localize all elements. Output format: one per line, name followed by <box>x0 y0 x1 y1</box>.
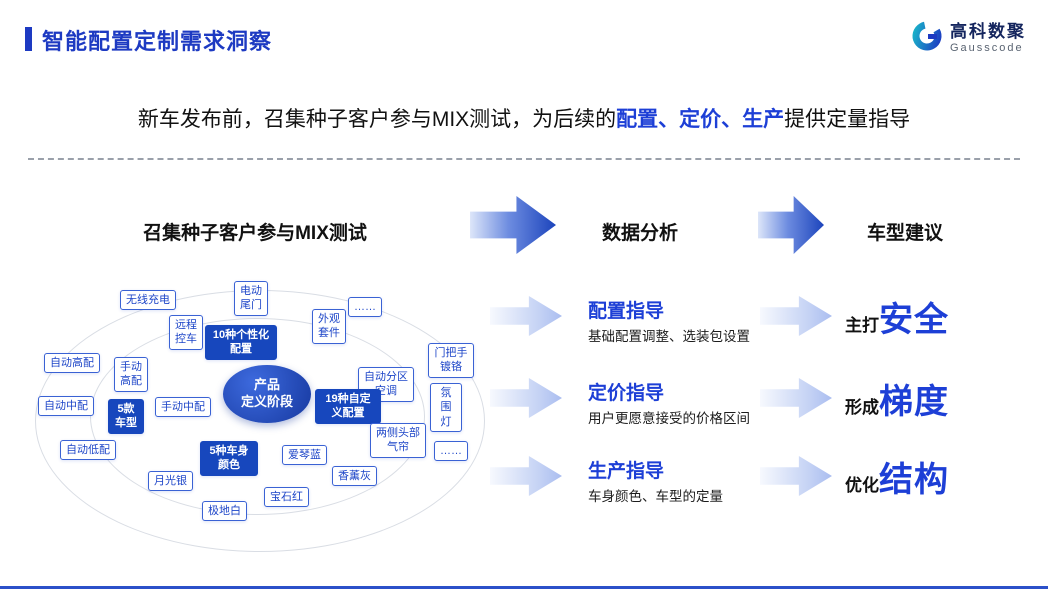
flow-step-2-title: 数据分析 <box>601 223 678 244</box>
guidance-2-title: 定价指导 <box>588 383 665 404</box>
row1-arrow-left-icon <box>490 296 562 336</box>
diagram-node-power-tailgate: 电动尾门 <box>234 281 268 316</box>
row2-arrow-left-icon <box>490 378 562 418</box>
diagram-node-polar-white: 极地白 <box>202 501 247 522</box>
subtitle: 新车发布前，召集种子客户参与MIX测试，为后续的配置、定价、生产提供定量指导 <box>0 103 1048 133</box>
guidance-1-desc: 基础配置调整、选装包设置 <box>588 329 750 344</box>
diagram-node-moonlight-silver: 月光银 <box>148 471 193 492</box>
guidance-2-result-keyword: 梯度 <box>879 383 949 421</box>
diagram-node-ruby-red: 宝石红 <box>264 487 309 508</box>
diagram-node-5-body-colors: 5种车身颜色 <box>200 441 258 476</box>
diagram-node-auto-mid: 自动中配 <box>38 396 94 417</box>
diagram-node-auto-low: 自动低配 <box>60 440 116 461</box>
diagram-node-wireless-charging: 无线充电 <box>120 290 176 311</box>
guidance-3-title: 生产指导 <box>588 461 665 482</box>
diagram-node-10-personalized-configs: 10种个性化配置 <box>205 325 277 360</box>
diagram-node-aegean-blue: 爱琴蓝 <box>282 445 327 466</box>
orbit-ellipse-inner <box>90 318 425 515</box>
subtitle-highlight: 配置、定价、生产 <box>616 108 785 131</box>
page-title: 智能配置定制需求洞察 <box>42 29 273 54</box>
guidance-1-result-keyword: 安全 <box>879 301 949 339</box>
mix-test-diagram: 产品 定义阶段 无线充电 电动尾门 远程控车 10种个性化配置 外观套件 …… … <box>20 265 490 575</box>
title-accent-bar <box>25 27 32 51</box>
diagram-node-chrome-handle: 门把手镀铬 <box>428 343 474 378</box>
guidance-1-result-prefix: 主打 <box>845 316 879 335</box>
diagram-center-bubble: 产品 定义阶段 <box>223 365 311 423</box>
diagram-node-more-right: …… <box>434 441 468 462</box>
guidance-2-desc: 用户更愿意接受的价格区间 <box>588 411 750 426</box>
diagram-node-ambient-light: 氛围灯 <box>430 383 462 432</box>
diagram-node-remote-control: 远程控车 <box>169 315 203 350</box>
diagram-node-auto-high: 自动高配 <box>44 353 100 374</box>
diagram-node-exterior-kit: 外观套件 <box>312 309 346 344</box>
guidance-2-result: 形成梯度 <box>845 374 1025 423</box>
flow-arrow-2-icon <box>758 196 824 254</box>
guidance-3-result-prefix: 优化 <box>845 476 879 495</box>
logo-icon <box>911 20 943 57</box>
flow-arrow-1-icon <box>470 196 556 254</box>
guidance-1-result: 主打安全 <box>845 292 1025 341</box>
diagram-node-incense-gray: 香薰灰 <box>332 466 377 487</box>
diagram-node-side-curtain-airbags: 两侧头部气帘 <box>370 423 426 458</box>
footer-accent-line <box>0 586 1048 589</box>
diagram-node-more-top: …… <box>348 297 382 318</box>
divider-dashed <box>28 158 1020 160</box>
diagram-node-19-custom-configs: 19种自定义配置 <box>315 389 381 424</box>
flow-step-1-title: 召集种子客户参与MIX测试 <box>143 223 367 244</box>
row3-arrow-left-icon <box>490 456 562 496</box>
guidance-1-title: 配置指导 <box>588 301 665 322</box>
flow-step-3-title: 车型建议 <box>866 223 943 244</box>
subtitle-post: 提供定量指导 <box>784 108 911 131</box>
guidance-3-result-keyword: 结构 <box>879 461 949 499</box>
guidance-3-result: 优化结构 <box>845 452 1025 501</box>
brand-logo: 高科数聚 Gausscode <box>911 20 1026 57</box>
diagram-node-manual-high: 手动高配 <box>114 357 148 392</box>
guidance-2-result-prefix: 形成 <box>845 398 879 417</box>
guidance-3-desc: 车身颜色、车型的定量 <box>588 489 723 504</box>
diagram-node-5-models: 5款车型 <box>108 399 144 434</box>
logo-text-cn: 高科数聚 <box>950 21 1026 41</box>
logo-text-en: Gausscode <box>950 42 1024 55</box>
subtitle-pre: 新车发布前，召集种子客户参与MIX测试，为后续的 <box>137 108 617 131</box>
diagram-node-manual-mid: 手动中配 <box>155 397 211 418</box>
